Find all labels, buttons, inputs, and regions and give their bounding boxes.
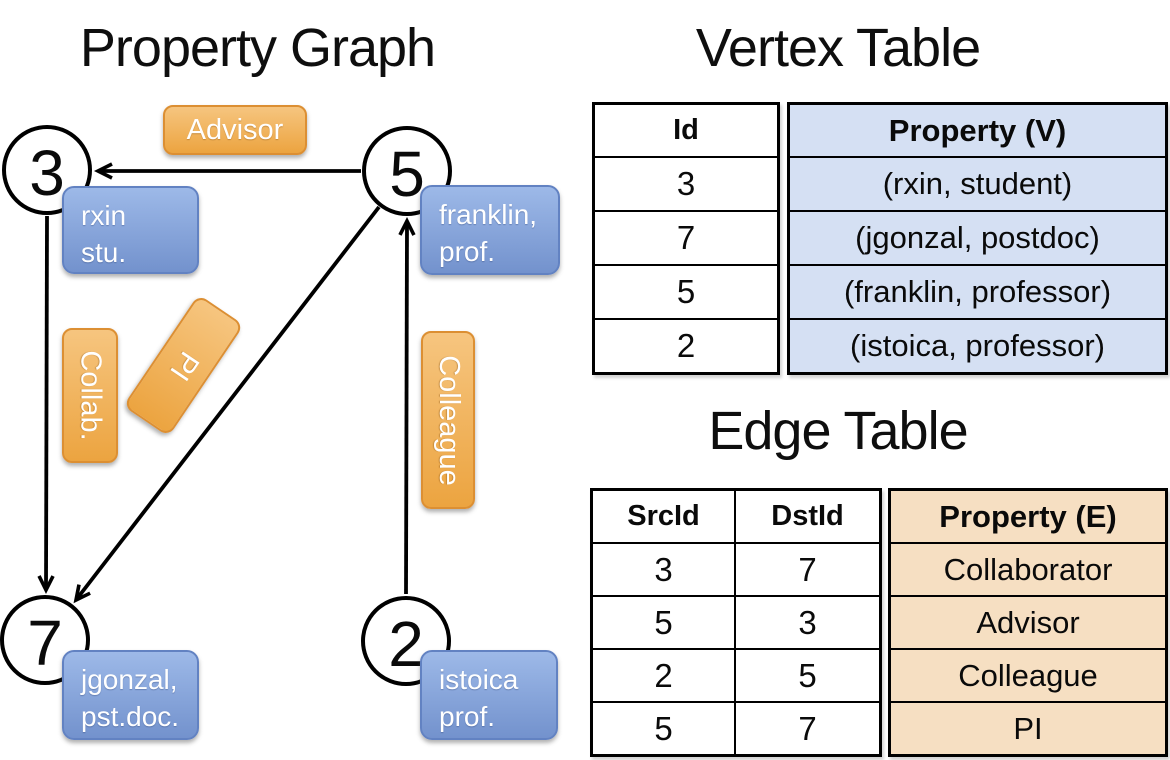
edge-label-collab: Collab. (62, 328, 118, 463)
node-id: 3 (29, 137, 65, 209)
edge-table-id-columns: SrcId DstId 3 7 5 3 2 5 5 7 (590, 488, 882, 757)
table-cell: 5 (593, 595, 736, 648)
node-id: 2 (388, 608, 424, 680)
table-cell: Colleague (891, 648, 1165, 701)
table-cell: (rxin, student) (790, 156, 1165, 210)
table-cell: (istoica, professor) (790, 318, 1165, 372)
table-cell: 3 (736, 595, 879, 648)
edge-label-text: PI (162, 345, 205, 387)
edge-label-text: Advisor (186, 113, 284, 146)
edge-label-colleague: Colleague (421, 331, 475, 509)
property-line: prof. (439, 236, 496, 268)
vertex-property-box-3: rxin stu. (62, 186, 199, 274)
property-line: istoica (439, 664, 519, 695)
table-cell: Advisor (891, 595, 1165, 648)
column-header-id: Id (673, 114, 699, 146)
vertex-property-box-5: franklin, prof. (420, 185, 560, 275)
property-graph-title: Property Graph (79, 18, 436, 78)
property-line: stu. (81, 237, 127, 269)
table-cell: 2 (593, 648, 736, 701)
table-cell: 7 (595, 210, 777, 264)
node-id: 7 (27, 607, 63, 679)
edge-pi-5-to-7 (73, 205, 381, 604)
table-cell: 5 (736, 648, 879, 701)
property-line: prof. (439, 701, 496, 733)
column-header-srcid: SrcId (593, 491, 736, 542)
vertex-table-id-column: Id 3 7 5 2 (592, 102, 780, 375)
node-id: 5 (389, 138, 425, 210)
column-header-dstid: DstId (771, 500, 844, 532)
vertex-table-property-column: Property (V) (rxin, student) (jgonzal, p… (787, 102, 1168, 375)
table-cell: Collaborator (891, 542, 1165, 595)
edge-collab-3-to-7 (37, 215, 55, 595)
vertex-property-box-2: istoica prof. (420, 650, 558, 740)
column-header-property-v: Property (V) (888, 112, 1067, 148)
table-cell: 3 (593, 542, 736, 595)
edge-label-advisor: Advisor (163, 105, 307, 155)
node-circle-2: 2 (361, 596, 451, 686)
property-line: franklin, (439, 199, 538, 230)
table-cell: (franklin, professor) (790, 264, 1165, 318)
graph-edges-layer (37, 162, 416, 604)
property-line: rxin (81, 200, 127, 231)
table-cell: 3 (595, 156, 777, 210)
edge-colleague-2-to-5 (398, 216, 416, 595)
edge-label-text: Colleague (432, 354, 465, 486)
table-cell: (jgonzal, postdoc) (790, 210, 1165, 264)
table-cell: 7 (736, 542, 879, 595)
table-cell: 7 (736, 701, 879, 754)
column-header-property-e: Property (E) (939, 498, 1117, 534)
table-cell: PI (891, 701, 1165, 754)
edge-label-text: Collab. (74, 350, 107, 441)
property-line: jgonzal, (81, 664, 178, 695)
node-circle-5: 5 (362, 126, 452, 216)
property-line: pst.doc. (81, 701, 180, 733)
table-cell: 5 (595, 264, 777, 318)
edge-table-property-column: Property (E) Collaborator Advisor Collea… (888, 488, 1168, 757)
table-cell: 2 (595, 318, 777, 372)
table-cell: 5 (593, 701, 736, 754)
edge-table-title: Edge Table (708, 401, 968, 461)
vertex-property-box-7: jgonzal, pst.doc. (62, 650, 199, 740)
vertex-table-title: Vertex Table (695, 18, 981, 78)
